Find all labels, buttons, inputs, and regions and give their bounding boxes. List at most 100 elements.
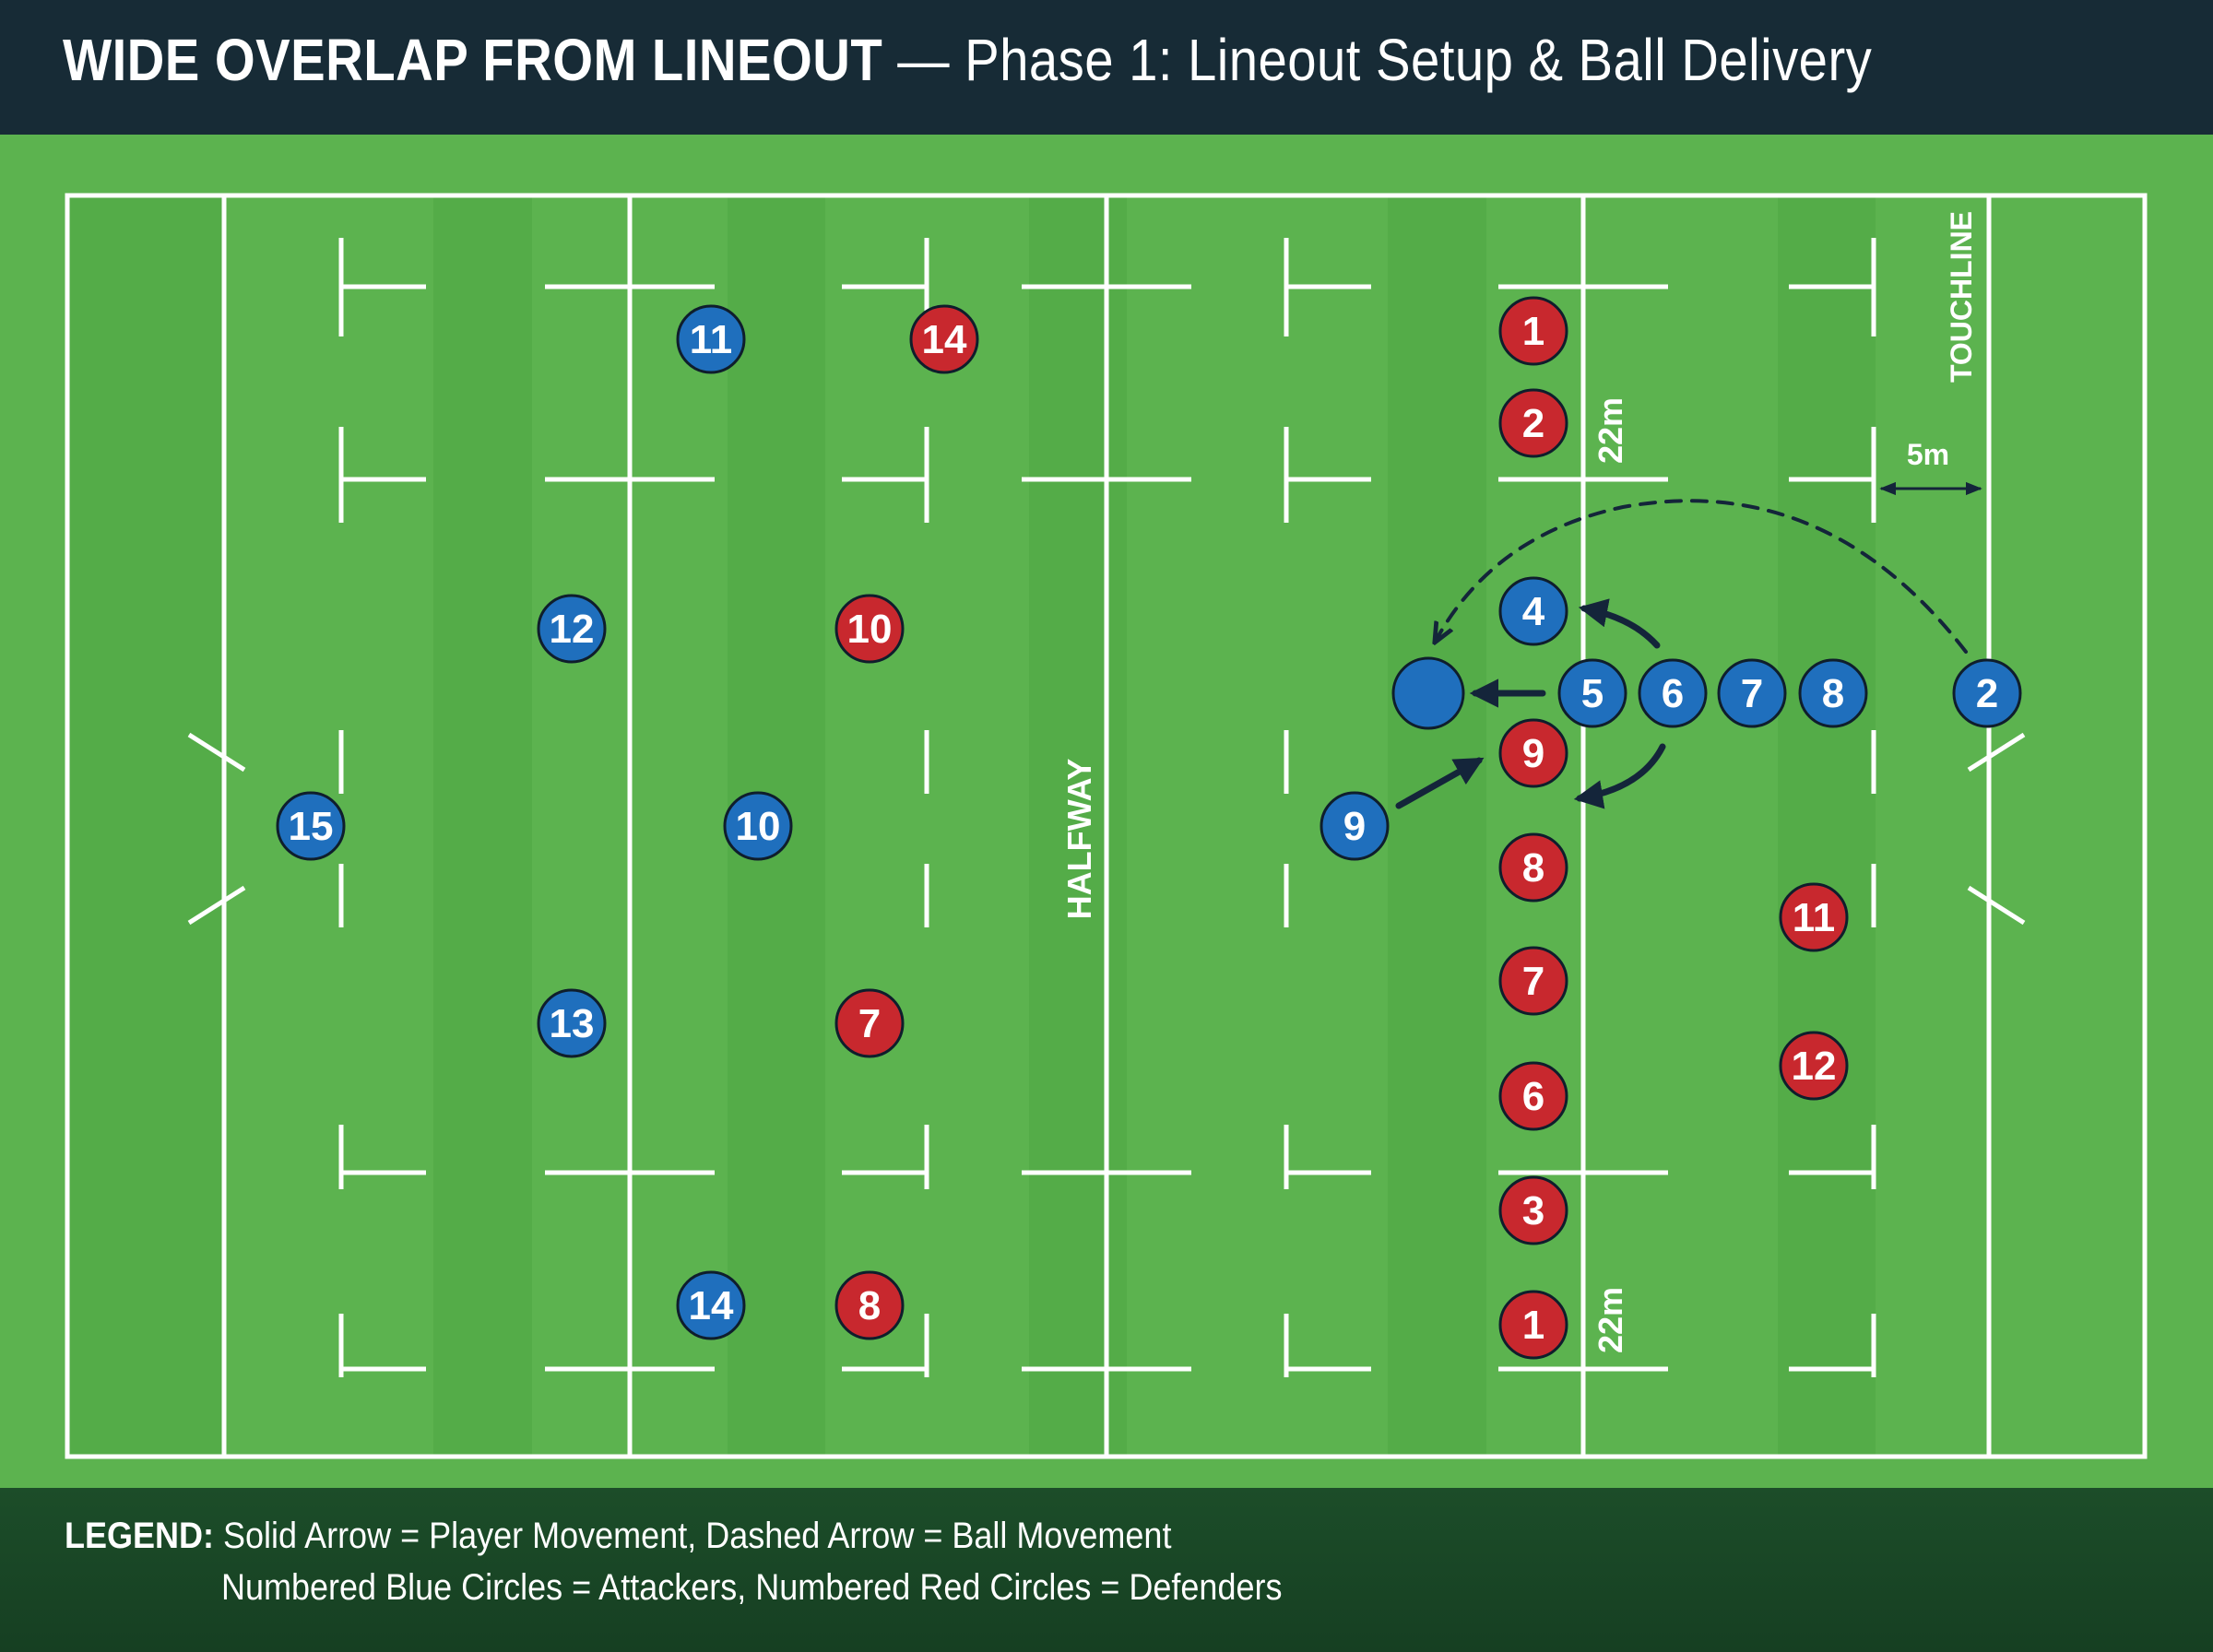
defender-marker — [834, 988, 905, 1058]
lift-arrow-bottom — [1573, 743, 1666, 809]
defender-number: 11 — [1793, 895, 1836, 940]
hash-marks — [338, 238, 1876, 1377]
attacker-marker — [1798, 658, 1868, 728]
attacker-player: 11 — [676, 304, 746, 374]
attacker-number: 5 — [1581, 671, 1604, 716]
attacker-marker — [676, 1270, 746, 1340]
halfway-label: HALFWAY — [1060, 759, 1098, 920]
attacker-marker — [1498, 576, 1568, 646]
twentytwo-label-bottom: 22m — [1592, 1287, 1629, 1353]
attacker-marker — [1320, 791, 1390, 861]
attacker-player: 4 — [1498, 576, 1568, 646]
goal-post-right-top — [1967, 732, 2026, 773]
defender-player: 8 — [1498, 832, 1568, 903]
legend-panel: LEGEND: Solid Arrow = Player Movement, D… — [0, 1488, 2213, 1652]
grass-stripe — [1778, 195, 1876, 1457]
attacker-number: 2 — [1976, 671, 1998, 716]
five-metre-label: 5m — [1907, 438, 1949, 471]
defender-marker — [1779, 882, 1849, 952]
attacker-marker — [1391, 656, 1465, 730]
attacker-number: 10 — [736, 804, 781, 849]
goal-post-right-bottom — [1967, 885, 2026, 926]
attacker-number: 6 — [1662, 671, 1684, 716]
defender-number: 9 — [1522, 731, 1544, 776]
goal-post-left-top — [187, 732, 246, 773]
attacker-marker — [1952, 658, 2022, 728]
defender-player: 8 — [834, 1270, 905, 1340]
attacker-number: 13 — [550, 1001, 595, 1046]
ball-pass-arrow — [1436, 499, 1968, 654]
defender-player: 3 — [1498, 1175, 1568, 1245]
defender-player: 2 — [1498, 388, 1568, 458]
attacker-player: 2 — [1952, 658, 2022, 728]
attacker-player: 6 — [1638, 658, 1708, 728]
defender-player: 6 — [1498, 1061, 1568, 1131]
legend-line-colors: Numbered Blue Circles = Attackers, Numbe… — [221, 1567, 1283, 1608]
grass-stripe — [1029, 195, 1127, 1457]
scrumhalf-run-arrow — [1395, 757, 1485, 809]
title-main: WIDE OVERLAP FROM LINEOUT — [63, 27, 883, 93]
attacker-marker — [723, 791, 793, 861]
diagram-title: WIDE OVERLAP FROM LINEOUT — Phase 1: Lin… — [63, 26, 1872, 94]
attacker-number: 11 — [690, 317, 733, 362]
attacker-number: 15 — [289, 804, 334, 849]
attacker-player: 14 — [676, 1270, 746, 1340]
defender-marker — [1498, 718, 1568, 788]
legend-line-arrows: LEGEND: Solid Arrow = Player Movement, D… — [65, 1516, 1171, 1557]
movement-arrows — [1395, 499, 1968, 809]
defender-marker — [834, 594, 905, 664]
defender-player: 7 — [834, 988, 905, 1058]
lift-arrow-top — [1578, 598, 1661, 649]
attacker-marker — [537, 988, 607, 1058]
defender-marker — [1498, 296, 1568, 366]
defender-player: 14 — [909, 304, 979, 374]
defender-number: 8 — [858, 1283, 881, 1328]
defender-number: 6 — [1522, 1074, 1544, 1119]
defender-number: 1 — [1522, 1303, 1544, 1348]
defender-marker — [1498, 1290, 1568, 1360]
defender-number: 8 — [1522, 845, 1544, 891]
defender-marker — [1498, 1175, 1568, 1245]
defender-player: 1 — [1498, 296, 1568, 366]
defender-number: 2 — [1522, 401, 1544, 446]
attacker-marker — [1638, 658, 1708, 728]
defender-player: 7 — [1498, 946, 1568, 1016]
defender-number: 7 — [858, 1001, 881, 1046]
attacker-player: 15 — [276, 791, 346, 861]
goal-post-left-bottom — [187, 885, 246, 926]
title-subtitle: — Phase 1: Lineout Setup & Ball Delivery — [882, 27, 1873, 93]
attacker-player: 8 — [1798, 658, 1868, 728]
defender-marker — [834, 1270, 905, 1340]
defender-player: 12 — [1779, 1031, 1849, 1101]
attacker-number: 9 — [1343, 804, 1366, 849]
field-lines — [65, 193, 2148, 1459]
attacker-number: 7 — [1741, 671, 1763, 716]
defender-marker — [909, 304, 979, 374]
grass-stripe — [1388, 195, 1486, 1457]
defender-marker — [1779, 1031, 1849, 1101]
defender-player: 1 — [1498, 1290, 1568, 1360]
defender-marker — [1498, 832, 1568, 903]
defender-number: 12 — [1792, 1044, 1837, 1089]
attacker-number: 14 — [689, 1283, 734, 1328]
defender-number: 10 — [847, 607, 893, 652]
twentytwo-label-top: 22m — [1592, 397, 1629, 464]
defender-number: 3 — [1522, 1188, 1544, 1233]
defender-player: 9 — [1498, 718, 1568, 788]
defender-marker — [1498, 1061, 1568, 1131]
attacker-number: 8 — [1822, 671, 1844, 716]
attacker-marker — [1557, 658, 1627, 728]
legend-key: LEGEND: — [65, 1516, 214, 1556]
defender-number: 14 — [922, 317, 967, 362]
defender-number: 1 — [1522, 309, 1544, 354]
attacker-number: 4 — [1522, 589, 1545, 634]
attacker-player: 7 — [1717, 658, 1787, 728]
defender-number: 7 — [1522, 959, 1544, 1004]
attacker-player: 9 — [1320, 791, 1390, 861]
attacker-player: 13 — [537, 988, 607, 1058]
attacker-player: 10 — [723, 791, 793, 861]
field-labels: HALFWAY TOUCHLINE 22m 22m 5m — [1060, 211, 1978, 1353]
